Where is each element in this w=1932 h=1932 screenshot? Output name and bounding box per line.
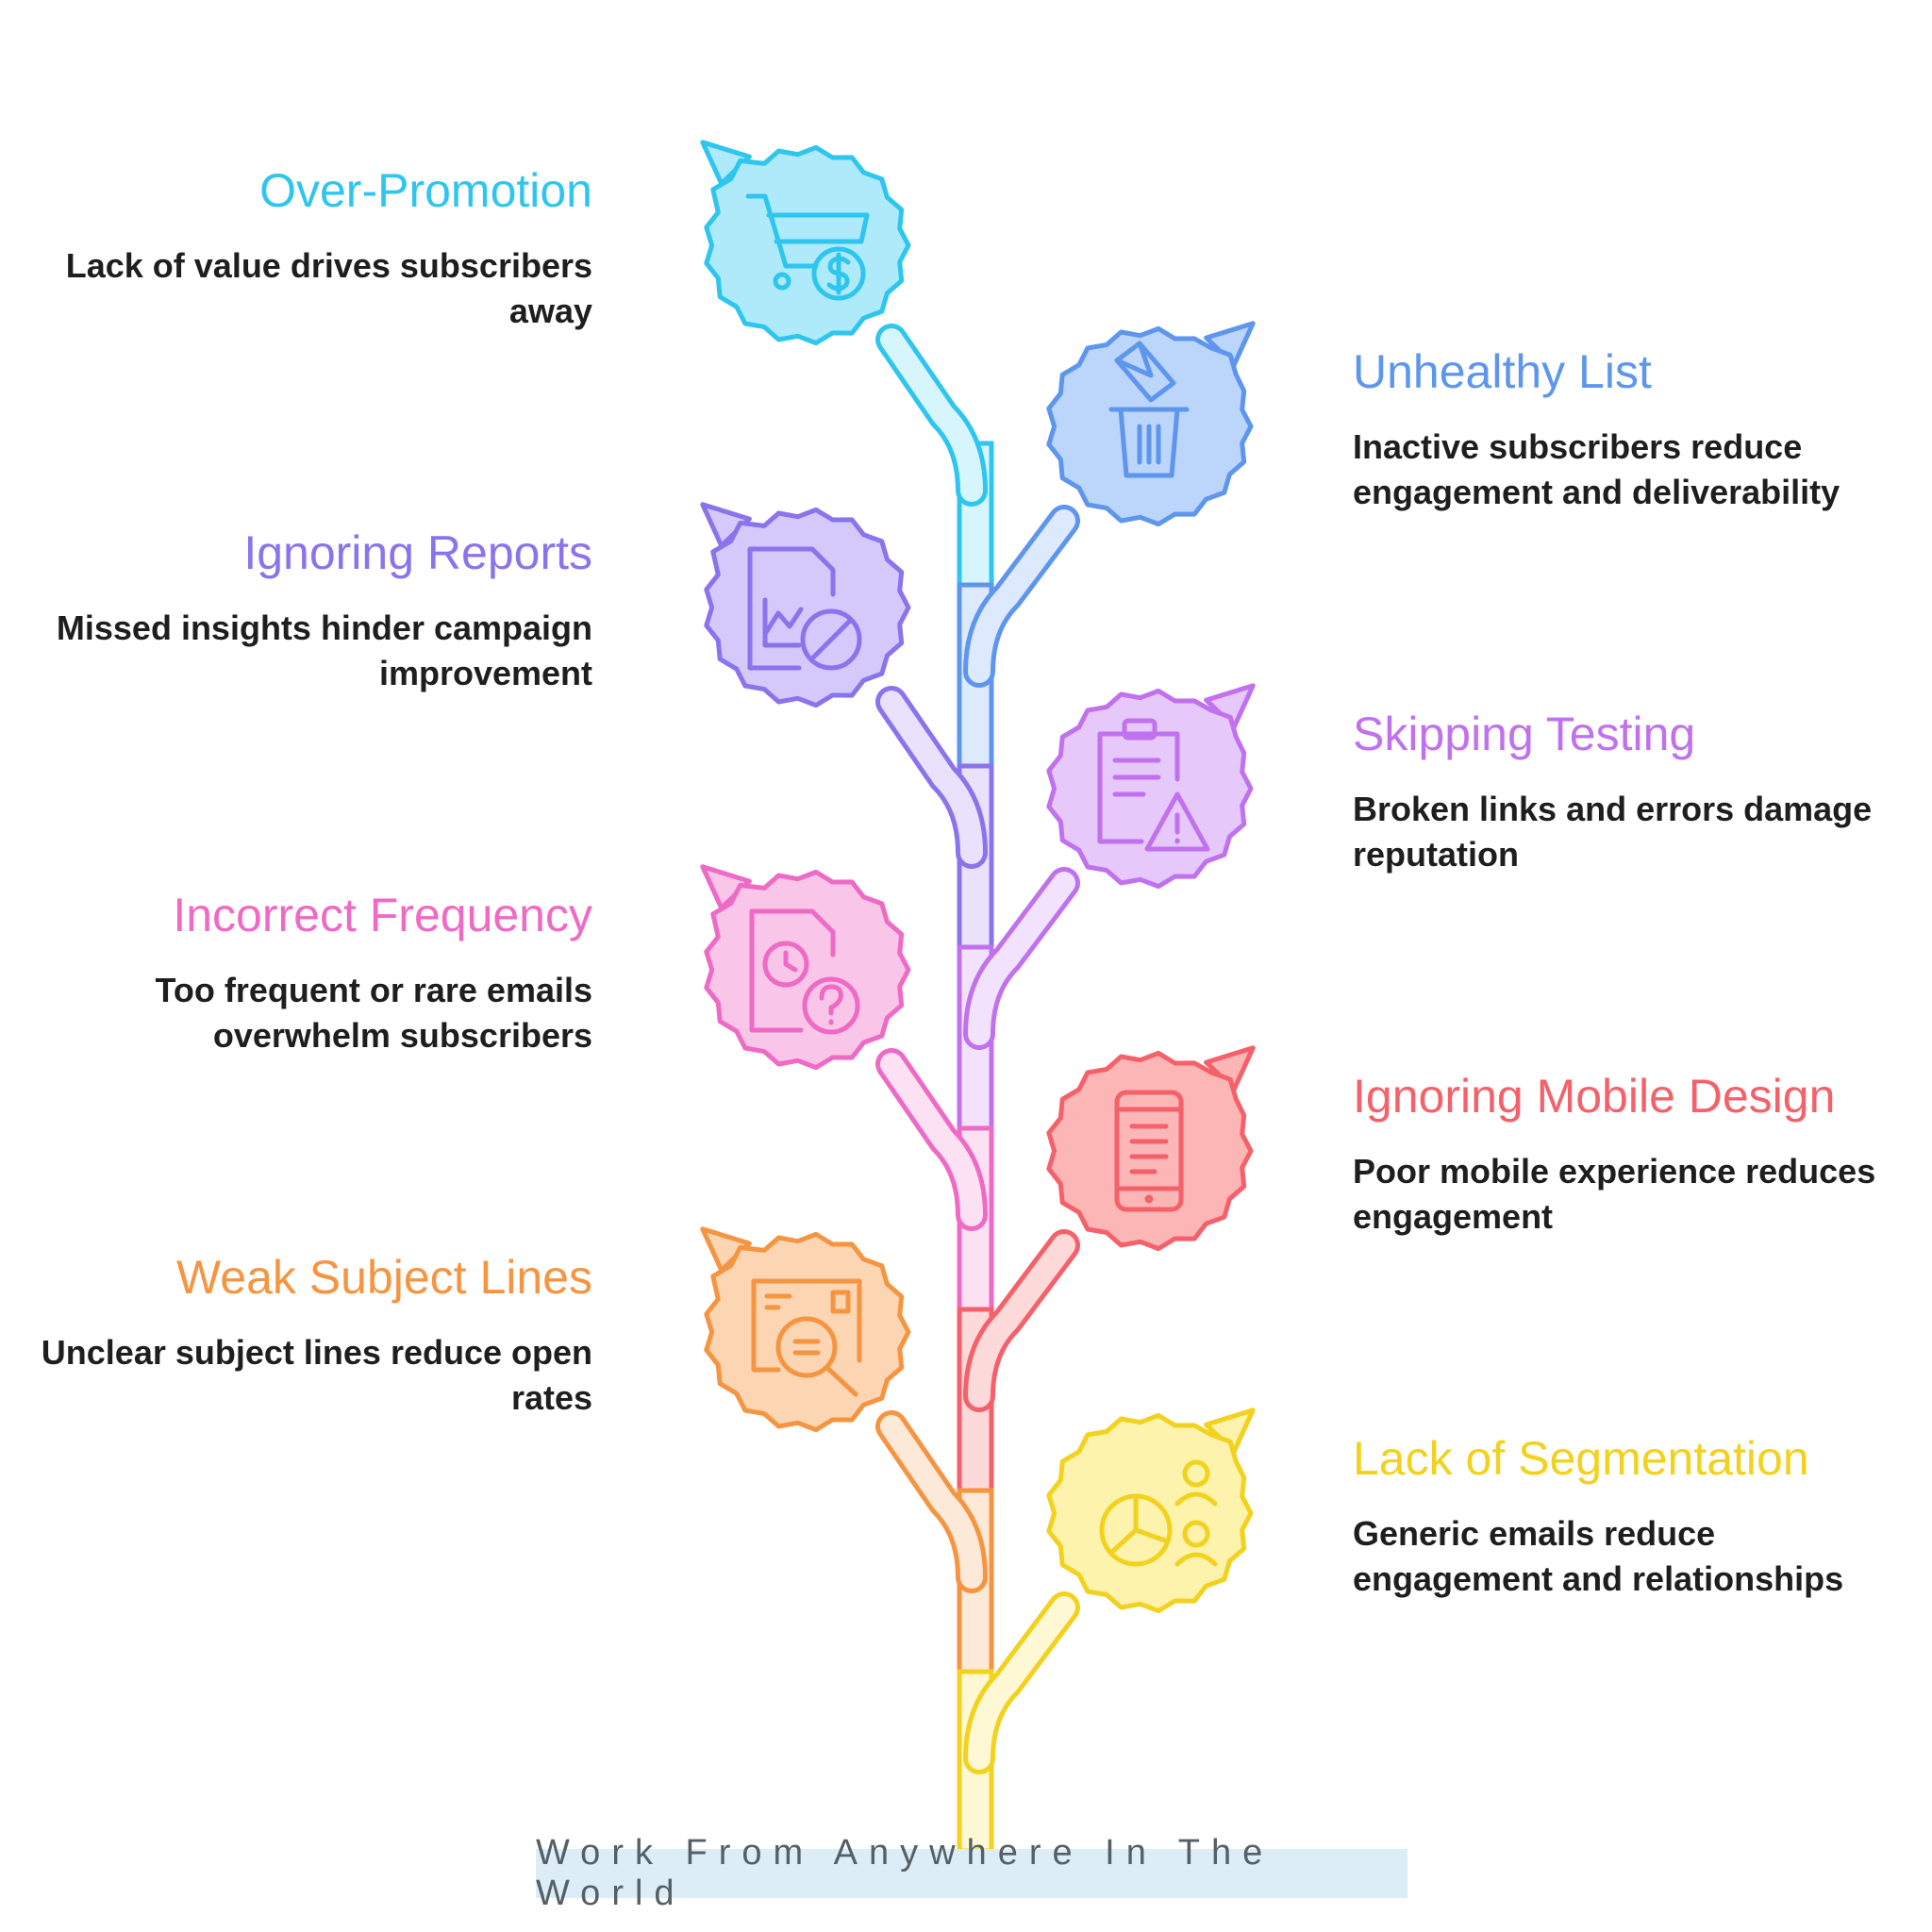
title-unhealthy-list: Unhealthy List [1353,345,1652,398]
description-skipping-testing: Broken links and errors damage reputatio… [1353,790,1873,874]
branch-fill-weak-subject-lines [880,1415,983,1589]
description-unhealthy-list: Inactive subscribers reduce engagement a… [1353,427,1840,511]
leaf-weak-subject-lines [700,1226,911,1433]
envelope-trash-icon [1108,341,1190,478]
shopping-cart-dollar-icon [745,193,870,301]
leaf-ignoring-mobile-design [1046,1045,1256,1252]
branch-fill-ignoring-mobile-design [968,1234,1075,1407]
footer-banner: Work From Anywhere In The World [536,1833,1407,1913]
leaf-lack-of-segmentation [1046,1407,1256,1614]
branch-fill-incorrect-frequency [880,1053,983,1226]
title-ignoring-reports: Ignoring Reports [243,526,592,579]
branch-fill-skipping-testing [968,872,1075,1045]
title-weak-subject-lines: Weak Subject Lines [176,1251,592,1304]
title-lack-of-segmentation: Lack of Segmentation [1353,1432,1809,1485]
footer-text: Work From Anywhere In The World [536,1833,1274,1913]
mobile-phone-icon [1114,1090,1184,1212]
document-clock-question-icon [749,908,860,1035]
branch-fill-ignoring-reports [880,691,983,864]
title-incorrect-frequency: Incorrect Frequency [173,889,592,941]
leaf-ignoring-reports [700,502,911,708]
branch-fill-over-promotion [880,328,983,502]
description-lack-of-segmentation: Generic emails reduce engagement and rel… [1353,1514,1844,1598]
report-blocked-icon [747,546,862,671]
branch-fill-unhealthy-list [968,509,1075,683]
description-incorrect-frequency: Too frequent or rare emails overwhelm su… [155,971,592,1055]
envelope-search-icon [751,1278,862,1397]
leaf-over-promotion [700,140,911,346]
description-ignoring-mobile-design: Poor mobile experience reduces engagemen… [1353,1152,1876,1236]
title-over-promotion: Over-Promotion [259,164,592,217]
title-ignoring-mobile-design: Ignoring Mobile Design [1353,1070,1836,1123]
pie-chart-people-icon [1099,1459,1218,1567]
description-ignoring-reports: Missed insights hinder campaign improvem… [56,608,592,692]
description-over-promotion: Lack of value drives subscribers away [65,246,592,330]
description-weak-subject-lines: Unclear subject lines reduce open rates [41,1333,592,1417]
title-skipping-testing: Skipping Testing [1353,708,1696,760]
leaf-incorrect-frequency [700,864,911,1071]
leaf-skipping-testing [1046,683,1256,890]
leaf-unhealthy-list [1046,321,1256,527]
branch-fill-lack-of-segmentation [968,1596,1075,1770]
clipboard-warning-icon [1097,718,1210,852]
